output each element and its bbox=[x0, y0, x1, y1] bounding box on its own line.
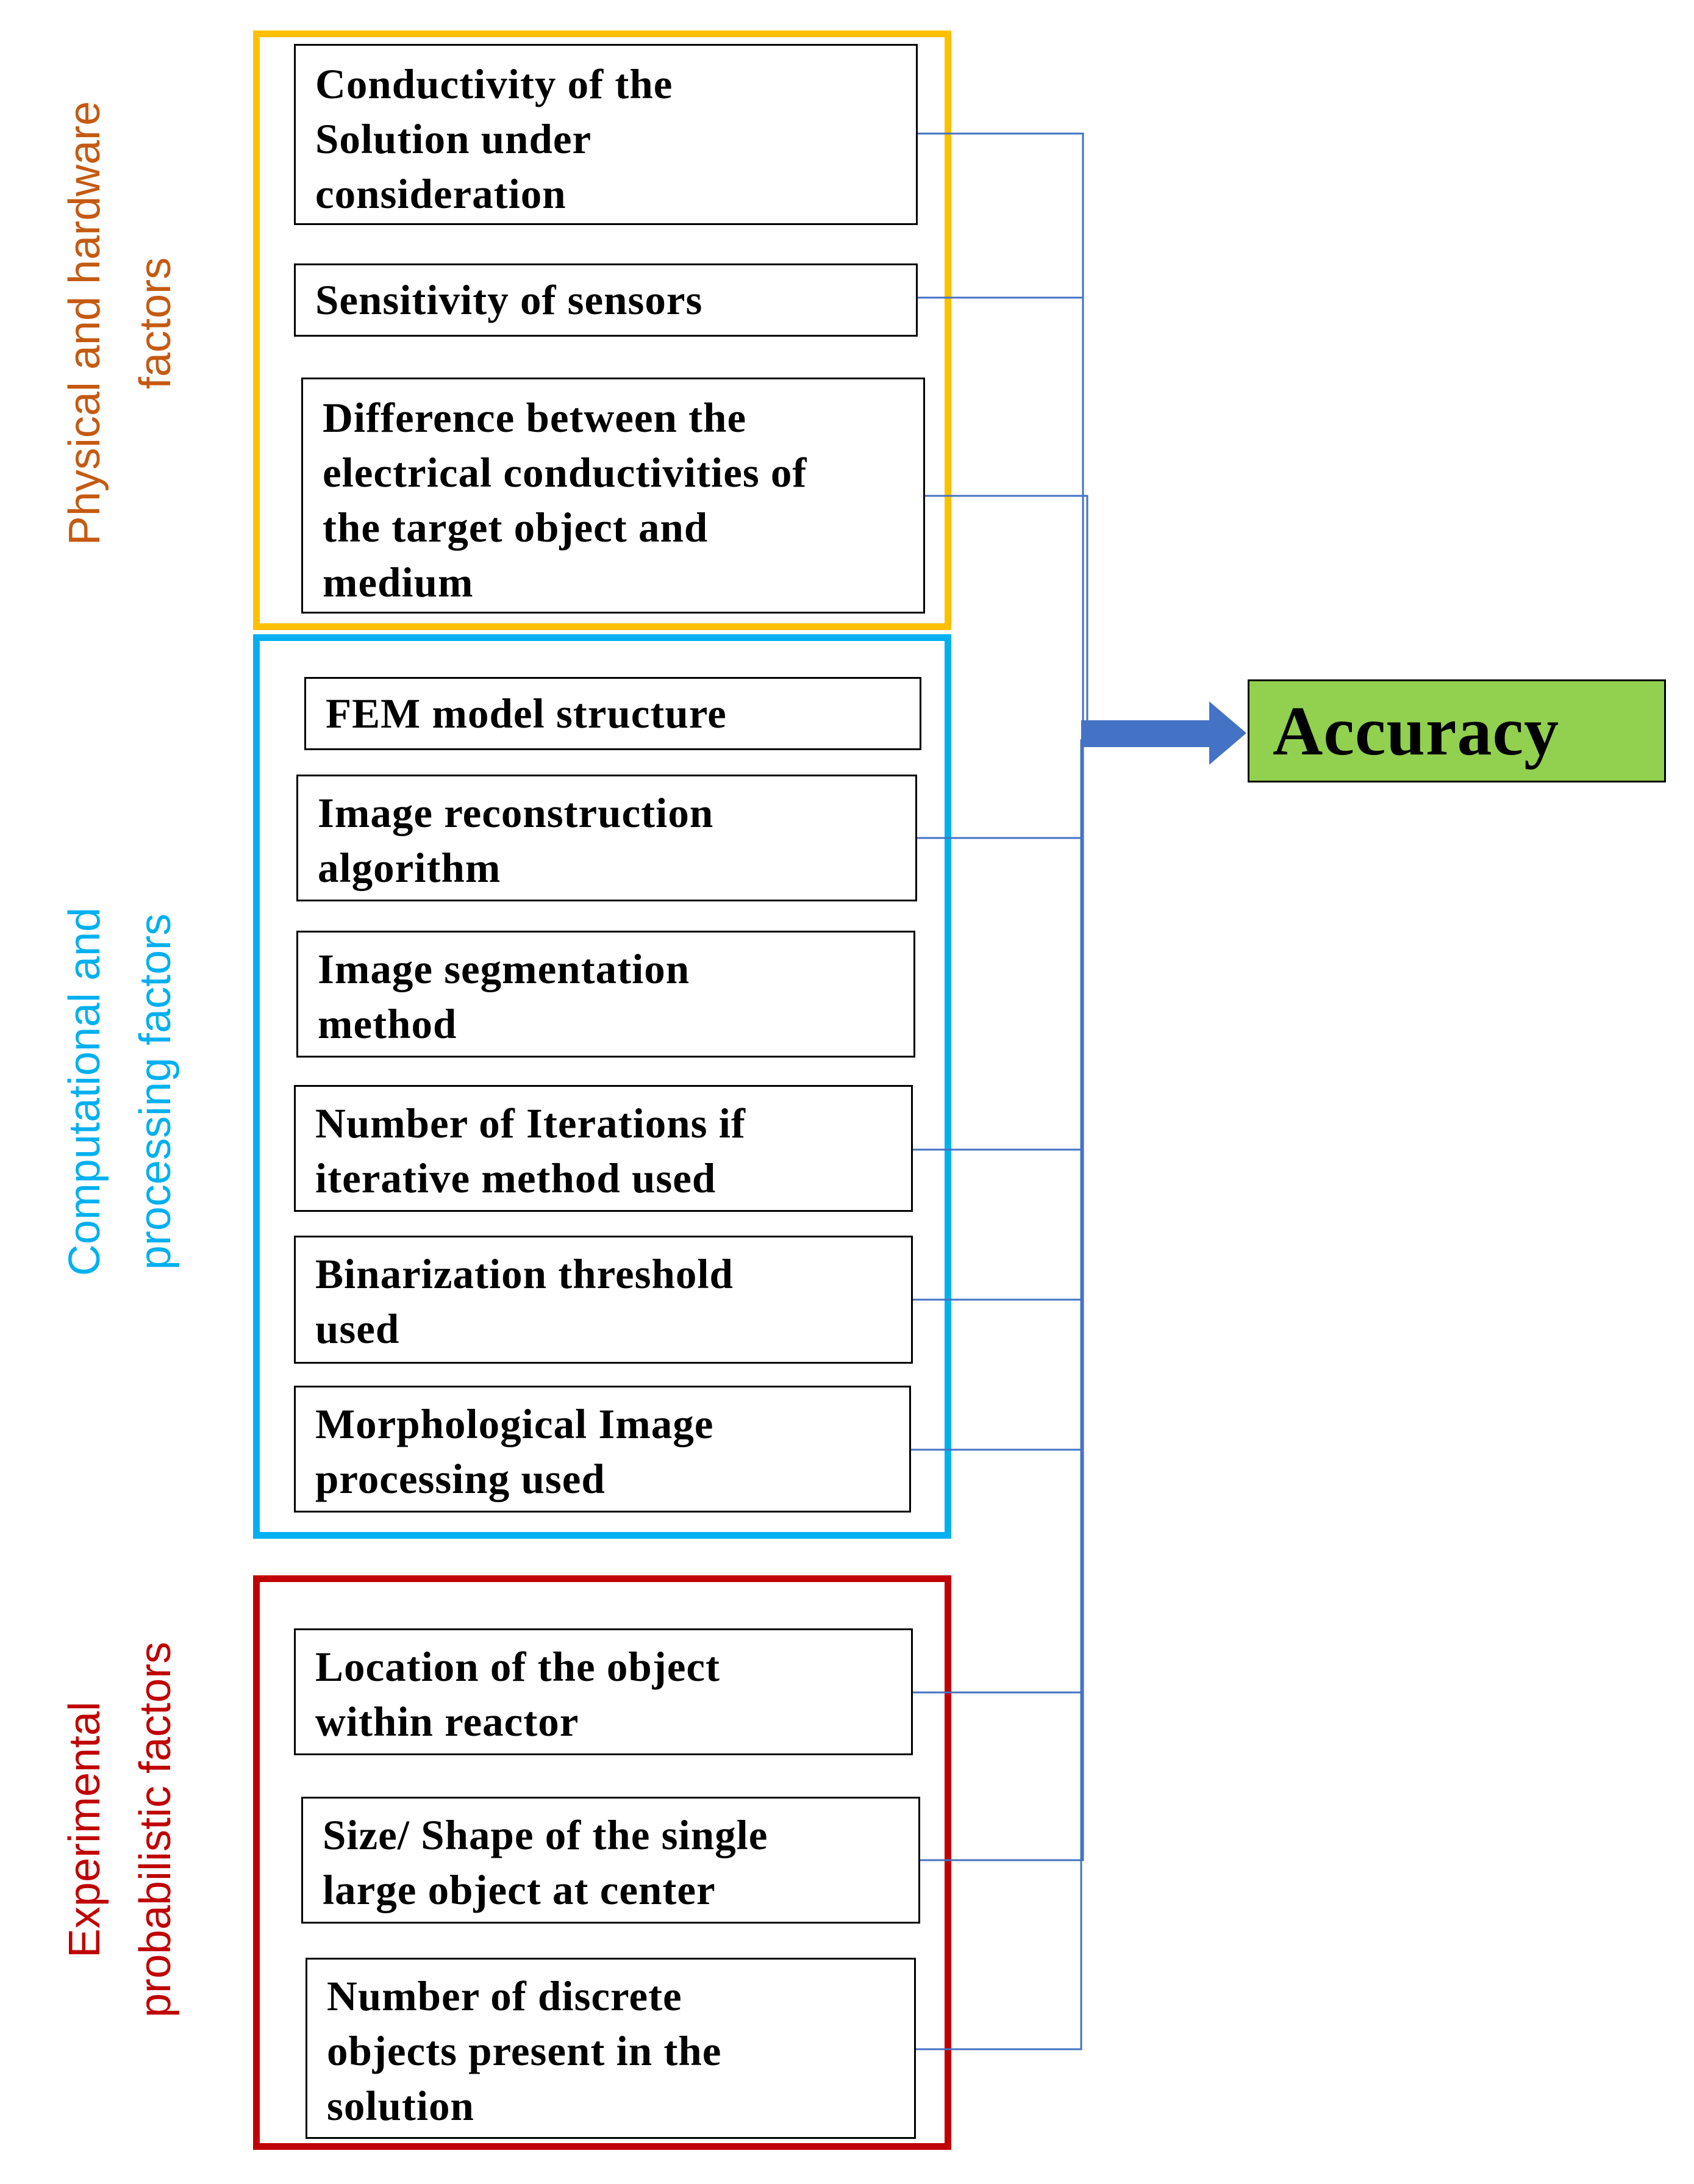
factor-morphological-processing: Morphological Image processing used bbox=[294, 1386, 911, 1513]
factor-morphological-processing-text: Morphological Image processing used bbox=[315, 1401, 714, 1502]
factor-reconstruction-algorithm: Image reconstruction algorithm bbox=[296, 775, 917, 901]
factor-conductivity-text: Conductivity of the Solution under consi… bbox=[315, 61, 673, 217]
connector-conductivity bbox=[918, 132, 1084, 739]
factor-object-size-shape-text: Size/ Shape of the single large object a… bbox=[323, 1812, 768, 1913]
factor-conductivity-difference: Difference between the electrical conduc… bbox=[301, 378, 925, 614]
connector-size bbox=[920, 739, 1084, 1861]
factor-binarization-threshold: Binarization threshold used bbox=[294, 1236, 913, 1364]
factor-sensitivity-text: Sensitivity of sensors bbox=[315, 277, 703, 323]
accuracy-outcome-box: Accuracy bbox=[1248, 679, 1666, 782]
factor-object-location: Location of the object within reactor bbox=[294, 1628, 913, 1755]
connector-arrow bbox=[1081, 701, 1246, 765]
factor-fem-model: FEM model structure bbox=[304, 677, 921, 750]
factor-iterations: Number of Iterations if iterative method… bbox=[294, 1085, 913, 1212]
factor-conductivity: Conductivity of the Solution under consi… bbox=[294, 44, 918, 225]
factor-conductivity-difference-text: Difference between the electrical conduc… bbox=[323, 395, 807, 606]
factor-object-size-shape: Size/ Shape of the single large object a… bbox=[301, 1797, 920, 1924]
group-frame-physical bbox=[253, 30, 951, 630]
factor-binarization-threshold-text: Binarization threshold used bbox=[315, 1251, 734, 1352]
factor-sensitivity: Sensitivity of sensors bbox=[294, 263, 918, 337]
factor-segmentation-method: Image segmentation method bbox=[296, 931, 915, 1058]
connector-difference bbox=[925, 495, 1088, 739]
factor-discrete-objects-text: Number of discrete objects present in th… bbox=[327, 1973, 722, 2129]
factor-segmentation-method-text: Image segmentation method bbox=[318, 946, 690, 1047]
factor-iterations-text: Number of Iterations if iterative method… bbox=[315, 1100, 746, 1201]
connector-discrete bbox=[916, 739, 1082, 2050]
factor-object-location-text: Location of the object within reactor bbox=[315, 1644, 720, 1745]
factor-reconstruction-algorithm-text: Image reconstruction algorithm bbox=[318, 790, 714, 891]
factor-fem-model-text: FEM model structure bbox=[326, 690, 727, 737]
accuracy-label: Accuracy bbox=[1273, 692, 1560, 770]
group-frame-computational bbox=[253, 634, 951, 1539]
factor-discrete-objects: Number of discrete objects present in th… bbox=[306, 1958, 916, 2139]
group-frame-experimental bbox=[253, 1575, 951, 2150]
